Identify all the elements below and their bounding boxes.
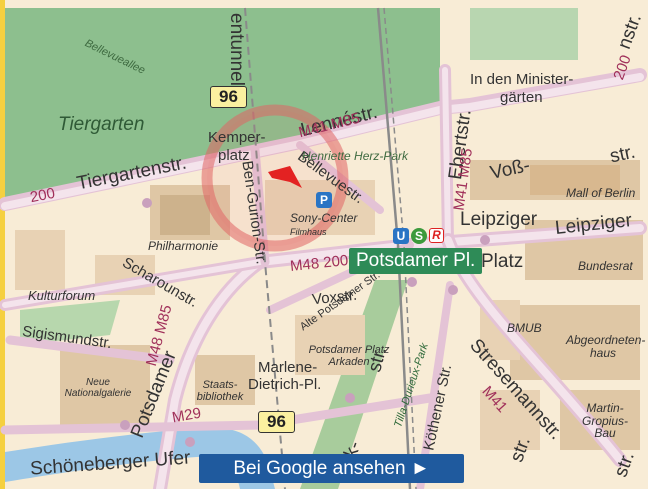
park-strip (300, 280, 408, 489)
street-ministergaerten-1: In den Minister- (470, 71, 574, 88)
square-dietrich: Dietrich-Pl. (248, 376, 322, 393)
park-strip-2 (20, 300, 120, 345)
poi-abgeordnetenhaus: Abgeordneten-haus (566, 333, 646, 360)
street-vossstr-end: str. (608, 141, 638, 168)
station-label: Potsdamer Pl. (349, 248, 483, 274)
poi-neue-nationalgalerie: Neue Nationalgalerie (64, 377, 132, 399)
location-marker (268, 166, 302, 188)
junction-dots (120, 198, 490, 447)
map-border (0, 0, 5, 489)
poi-bmub: BMUB (507, 321, 542, 335)
poi-henriette-herz-park: Henriette Herz-Park (302, 149, 409, 163)
park-small (470, 8, 578, 60)
road-shield-96-bottom: 96 (258, 411, 295, 433)
regional-rail-icon: R (429, 228, 444, 243)
street-leipziger-platz: Leipziger (460, 209, 538, 230)
park-label: Tiergarten (58, 114, 145, 135)
poi-arkaden: Potsdamer Platz Arkaden (308, 344, 390, 368)
ubahn-icon: U (393, 228, 409, 244)
poi-sony-center: Sony-Center (290, 211, 358, 225)
poi-martin-gropius-bau: Martin-Gropius-Bau (581, 401, 628, 441)
view-on-google-button[interactable]: Bei Google ansehen ► (199, 454, 464, 483)
street-ministergaerten-2: gärten (500, 89, 543, 106)
street-platz: Platz (481, 251, 524, 272)
square-marlene: Marlene- (258, 359, 318, 376)
poi-philharmonie: Philharmonie (148, 239, 219, 253)
poi-kulturforum: Kulturforum (28, 288, 96, 303)
parking-icon: P (316, 192, 332, 208)
poi-staatsbibliothek: Staats-bibliothek (196, 379, 244, 403)
poi-mall-of-berlin: Mall of Berlin (566, 186, 636, 200)
street-entunnel: entunnel (225, 13, 247, 86)
landwehrkanal (5, 427, 275, 489)
sbahn-icon: S (411, 228, 427, 244)
square-kemper-1: Kemper- (208, 129, 266, 146)
poi-filmhaus: Filmhaus (290, 227, 327, 237)
square-kemper-2: platz (218, 147, 250, 164)
poi-bundesrat: Bundesrat (578, 259, 633, 273)
road-shield-96-top: 96 (210, 86, 247, 108)
